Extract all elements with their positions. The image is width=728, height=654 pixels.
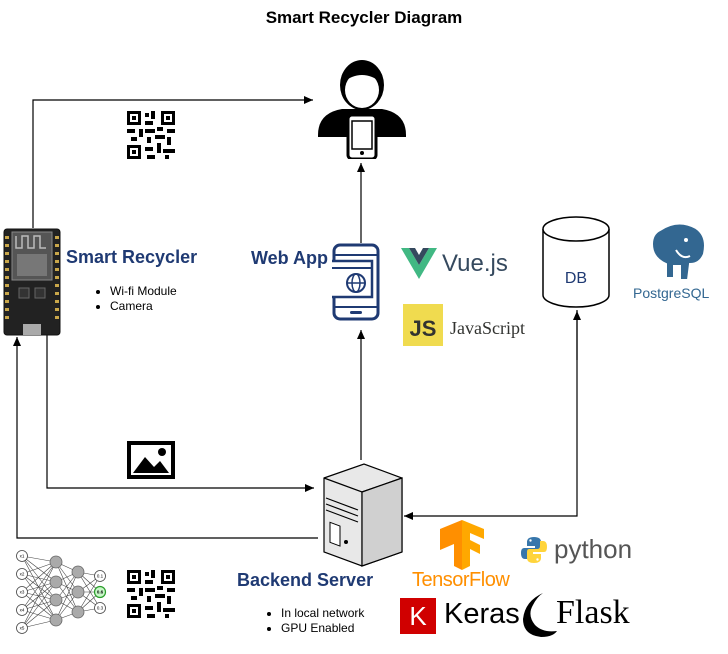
smart-recycler-label: Smart Recycler [66, 247, 198, 267]
backend-server-features: In local network GPU Enabled [263, 606, 364, 636]
nn-input-label: x4 [20, 608, 25, 613]
keras-logo-icon: K [400, 598, 436, 634]
web-app-label: Web App [251, 248, 328, 268]
smart-recycler-features: Wi-fi Module Camera [92, 284, 177, 314]
diagram-title: Smart Recycler Diagram [265, 8, 463, 27]
python-logo-text: python [554, 534, 633, 564]
feature-item: Camera [110, 299, 177, 314]
nn-output-label: 0.6 [97, 590, 104, 595]
image-icon [127, 441, 175, 479]
vue-logo-text: Vue.js [442, 250, 508, 277]
vue-logo-icon [401, 248, 437, 279]
nn-input-label: x2 [20, 572, 25, 577]
qr-code-icon [127, 111, 175, 159]
database-icon [542, 216, 610, 308]
feature-item: Wi-fi Module [110, 284, 177, 299]
esp32-board-icon [3, 228, 61, 336]
keras-logo-text: Keras [444, 598, 520, 630]
feature-item: GPU Enabled [281, 621, 364, 636]
user-icon [318, 60, 406, 159]
backend-server-label: Backend Server [237, 570, 374, 590]
arrow-recycler-to-server [46, 335, 314, 492]
postgresql-elephant-icon [650, 222, 706, 281]
web-app-phone-icon [332, 243, 380, 321]
arrow-recycler-to-user [32, 96, 313, 228]
server-icon [323, 463, 403, 567]
tensorflow-logo-icon [440, 520, 484, 570]
nn-input-label: x5 [20, 626, 25, 631]
db-label: DB [564, 270, 588, 287]
neural-network-icon: x1 x2 x3 x4 x5 0.1 0.6 0.3 [16, 550, 107, 634]
nn-input-label: x3 [20, 590, 25, 595]
tensorflow-logo-text: TensorFlow [412, 569, 510, 591]
nn-output-label: 0.1 [97, 574, 104, 579]
python-logo-icon [521, 537, 547, 563]
arrow-server-to-recycler [13, 337, 318, 539]
qr-code-icon [127, 570, 175, 618]
postgresql-logo-text: PostgreSQL [633, 285, 710, 301]
javascript-logo-icon: JS [403, 304, 443, 346]
flask-logo-text: Flask [556, 594, 630, 631]
flask-logo-icon [523, 593, 557, 637]
feature-item: In local network [281, 606, 364, 621]
nn-output-label: 0.3 [97, 606, 104, 611]
nn-input-label: x1 [20, 554, 25, 559]
javascript-logo-text: JavaScript [450, 318, 525, 338]
arrow-db-to-server [404, 310, 578, 520]
